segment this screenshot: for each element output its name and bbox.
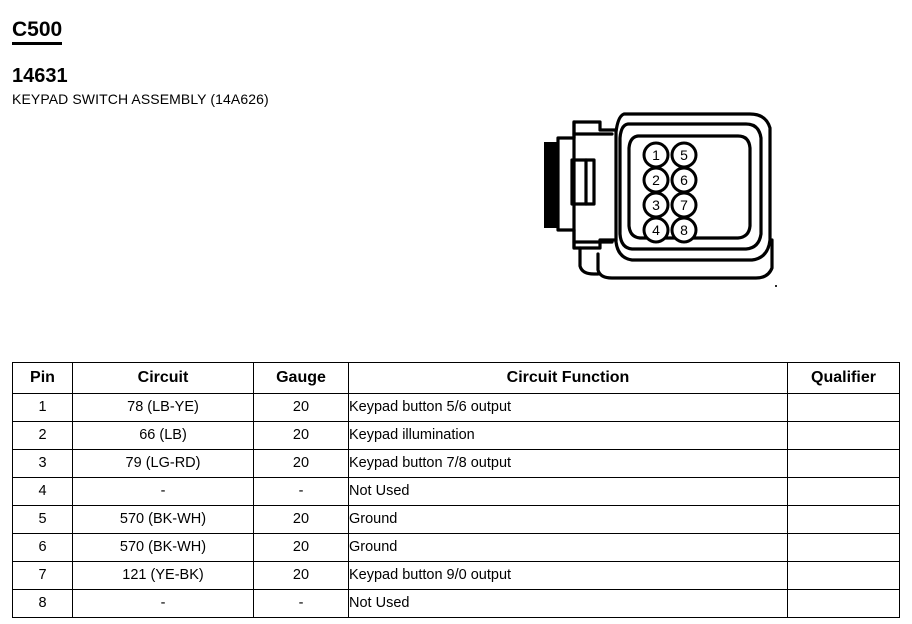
pin-number-1: 1 [652,147,660,163]
pin-number-2: 2 [652,172,660,188]
connector-foot [578,246,600,276]
document-header: C500 14631 KEYPAD SWITCH ASSEMBLY (14A62… [12,18,269,108]
cell-circuit: 79 (LG-RD) [72,449,254,478]
cell-function: Ground [348,505,788,534]
pin-number-3: 3 [652,197,660,213]
column-header-pin: Pin [12,362,73,394]
connector-body-outer [614,112,772,262]
pin-number-group: 1 2 3 4 5 6 7 8 [652,147,688,238]
cell-gauge: 20 [253,421,349,450]
cell-pin: 8 [12,589,73,618]
cell-pin: 7 [12,561,73,590]
cell-qualifier [787,393,900,422]
cell-function: Keypad button 9/0 output [348,561,788,590]
pin-number-4: 4 [652,222,660,238]
connector-latch-top [572,120,618,140]
cell-circuit: - [72,477,254,506]
pin-number-5: 5 [680,147,688,163]
connector-diagram: 1 2 3 4 5 6 7 8 [528,108,790,283]
cell-circuit: - [72,589,254,618]
connector-cavity [627,134,752,240]
cell-pin: 5 [12,505,73,534]
connector-latch-bottom [572,228,618,250]
table-row: 8--Not Used [12,589,900,618]
cell-gauge: 20 [253,533,349,562]
pin-circle-group [642,141,698,244]
cell-circuit: 78 (LB-YE) [72,393,254,422]
cell-qualifier [787,449,900,478]
pinout-table: Pin Circuit Gauge Circuit Function Quali… [12,362,900,618]
connector-outline-svg: 1 2 3 4 5 6 7 8 [544,112,774,280]
column-header-function: Circuit Function [348,362,788,394]
cell-qualifier [787,505,900,534]
cell-qualifier [787,533,900,562]
part-name-label: KEYPAD SWITCH ASSEMBLY (14A626) [12,91,269,107]
cell-function: Ground [348,533,788,562]
column-header-gauge: Gauge [253,362,349,394]
pin-circle-4 [642,216,670,244]
part-number-heading: 14631 [12,65,68,87]
column-header-qualifier: Qualifier [787,362,900,394]
cell-function: Keypad illumination [348,421,788,450]
cell-pin: 1 [12,393,73,422]
cell-function: Not Used [348,477,788,506]
cell-circuit: 570 (BK-WH) [72,533,254,562]
cell-pin: 4 [12,477,73,506]
cell-circuit: 570 (BK-WH) [72,505,254,534]
cell-gauge: 20 [253,505,349,534]
cell-qualifier [787,477,900,506]
cell-circuit: 66 (LB) [72,421,254,450]
connector-latch-slot [570,158,596,206]
table-header-row: Pin Circuit Gauge Circuit Function Quali… [12,362,900,394]
cell-function: Not Used [348,589,788,618]
cell-circuit: 121 (YE-BK) [72,561,254,590]
cell-gauge: - [253,477,349,506]
cell-gauge: 20 [253,449,349,478]
column-header-circuit: Circuit [72,362,254,394]
cell-qualifier [787,589,900,618]
table-row: 4--Not Used [12,477,900,506]
pin-number-6: 6 [680,172,688,188]
cell-gauge: 20 [253,561,349,590]
cell-gauge: 20 [253,393,349,422]
cell-pin: 2 [12,421,73,450]
connector-body-inner [618,122,763,251]
cell-qualifier [787,561,900,590]
cell-function: Keypad button 7/8 output [348,449,788,478]
pin-number-7: 7 [680,197,688,213]
cell-gauge: - [253,589,349,618]
cell-pin: 6 [12,533,73,562]
connector-id-heading: C500 [12,18,63,45]
cell-pin: 3 [12,449,73,478]
cell-qualifier [787,421,900,450]
pin-number-8: 8 [680,222,688,238]
connector-seal-bar [544,142,559,228]
pin-circle-8 [670,216,698,244]
cell-function: Keypad button 5/6 output [348,393,788,422]
scan-artifact-speck [775,285,777,287]
connector-skirt [596,238,774,280]
